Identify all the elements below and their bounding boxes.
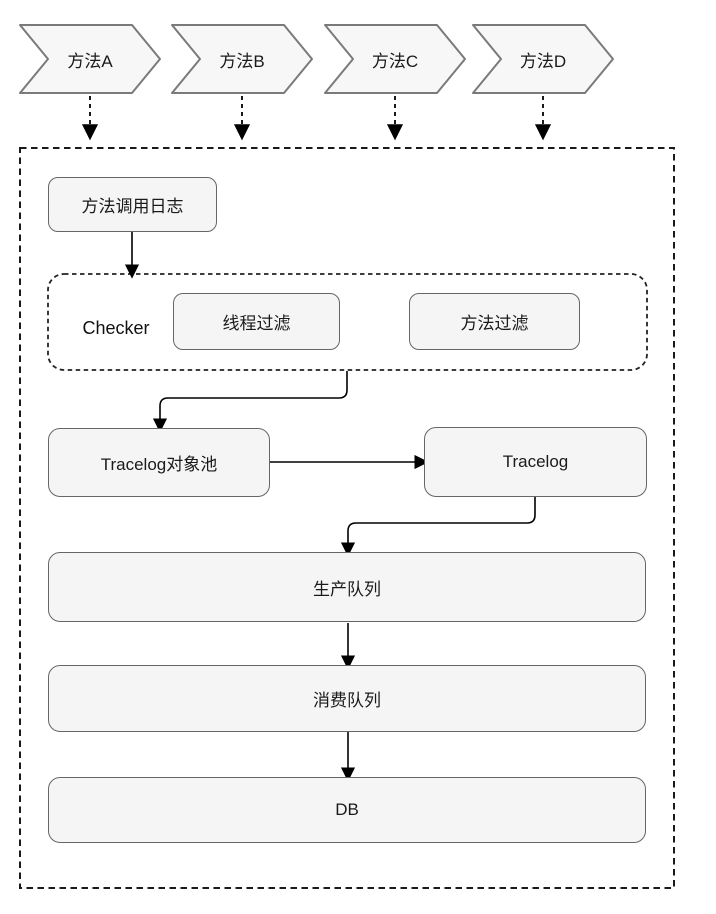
consumer-queue-box: 消费队列 [48, 665, 646, 732]
checker-label: Checker [82, 317, 150, 338]
thread-filter-box: 线程过滤 [173, 293, 340, 350]
chevron-method-a: 方法A [67, 51, 113, 71]
tracelog-pool-box: Tracelog对象池 [48, 428, 270, 497]
chevron-method-c: 方法C [371, 51, 419, 71]
arrow-tracelog-to-producer [340, 497, 536, 557]
chevron-shape-method-c [324, 24, 466, 94]
chevron-shape-method-b [171, 24, 313, 94]
chevron-shape-method-a [19, 24, 161, 94]
db-box: DB [48, 777, 646, 843]
method-call-log-box: 方法调用日志 [48, 177, 217, 232]
tracelog-box: Tracelog [424, 427, 647, 497]
chevron-shape-method-d [472, 24, 614, 94]
arrow-checker-to-pool [152, 371, 348, 433]
producer-queue-box: 生产队列 [48, 552, 646, 622]
method-filter-box: 方法过滤 [409, 293, 580, 350]
outer-dashed-container [19, 147, 675, 889]
checker-container [47, 273, 648, 371]
chevron-method-b: 方法B [219, 51, 265, 71]
chevron-method-d: 方法D [519, 51, 567, 71]
